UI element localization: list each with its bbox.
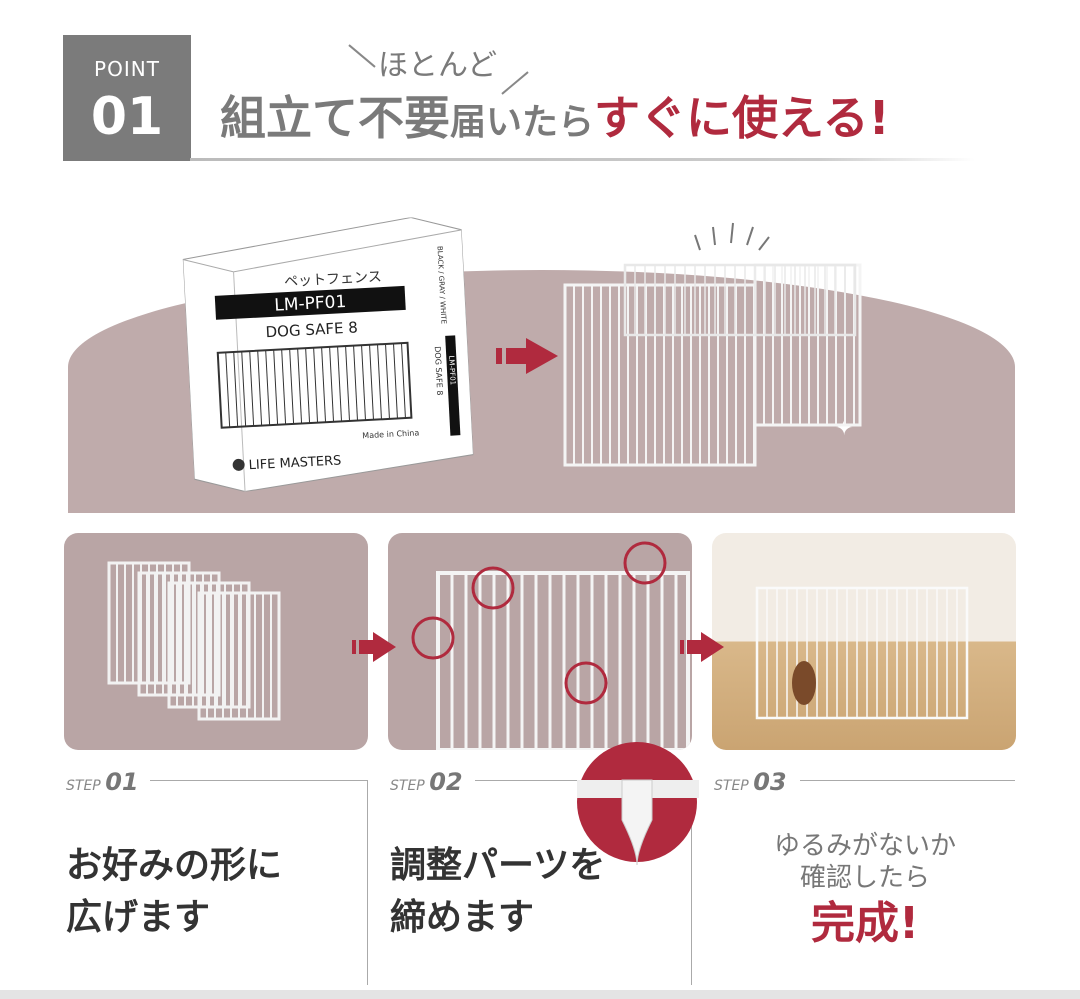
step2-label: STEP 02: [390, 768, 463, 796]
step1-text: お好みの形に広げます: [66, 845, 283, 938]
box-origin: Made in China: [362, 428, 420, 440]
point-number: 01: [90, 87, 164, 147]
bottom-border: [0, 990, 1080, 999]
step3-text: ゆるみがないか確認したら完成!: [720, 830, 1010, 954]
title-underline: [190, 158, 975, 161]
complete-highlight: 完成!: [810, 898, 920, 949]
point-label: POINT: [94, 57, 160, 81]
arrow-right-icon: [352, 632, 396, 662]
box-name: DOG SAFE 8: [265, 318, 358, 341]
title-highlight: すぐに使える!: [594, 91, 890, 145]
box-model: LM-PF01: [274, 292, 347, 316]
svg-text:✦: ✦: [565, 231, 583, 256]
divider: [691, 780, 692, 985]
arrow-right-icon: [680, 632, 724, 662]
step2-text: 調整パーツを締めます: [390, 845, 606, 938]
adjuster-closeup-image: [577, 742, 699, 865]
box-category: ペットフェンス: [284, 269, 382, 290]
point-badge: POINT 01: [63, 35, 191, 161]
subtitle: ほとんど: [378, 48, 498, 83]
step2-image: [388, 533, 692, 750]
title-part2: 届いたら: [450, 102, 595, 143]
accent-slash: [348, 44, 376, 68]
box-brand: LIFE MASTERS: [248, 453, 341, 473]
page-title: 組立て不要届いたらすぐに使える!: [220, 82, 890, 148]
box-side-model: LM-PF01: [447, 355, 457, 385]
arrow-right-icon: [496, 338, 558, 374]
svg-text:✦: ✦: [835, 416, 853, 441]
box-side-name: DOG SAFE 8: [433, 346, 445, 396]
title-part1: 組立て不要: [220, 91, 450, 145]
step3-image: [712, 533, 1016, 750]
assembled-fence-image: ✦✦: [563, 222, 862, 467]
step3-label: STEP 03: [714, 768, 787, 796]
product-box-image: ペットフェンス LM-PF01 DOG SAFE 8 Made in China…: [182, 216, 474, 493]
divider: [367, 780, 368, 985]
divider: [150, 780, 367, 781]
step1-label: STEP 01: [66, 768, 139, 796]
step1-image: [64, 533, 368, 750]
divider: [800, 780, 1015, 781]
